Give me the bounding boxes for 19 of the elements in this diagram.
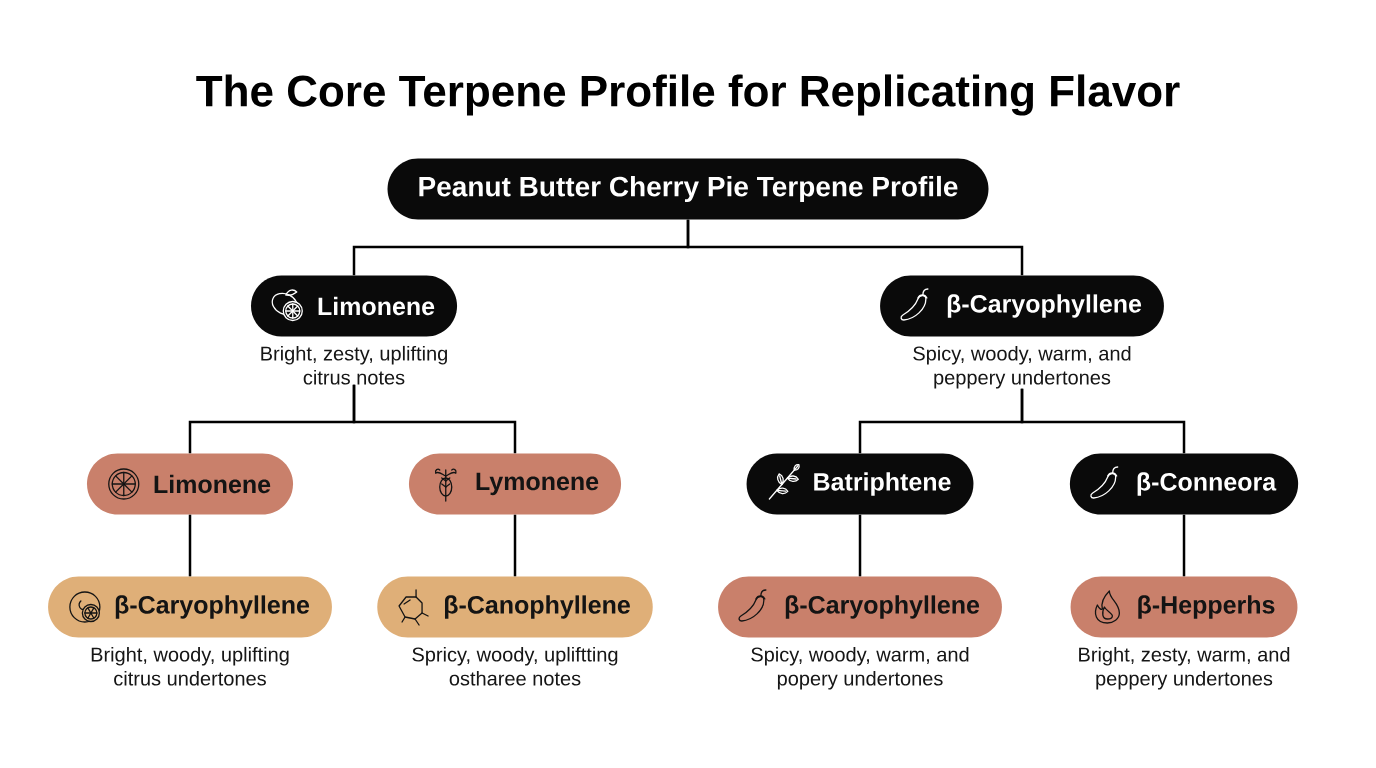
pill-box: β-Caryophyllene: [48, 576, 332, 638]
connector-line: [858, 514, 862, 577]
title: The Core Terpene Profile for Replicating Flavor: [196, 74, 1180, 116]
connector-line: [513, 514, 517, 577]
description-text: Bright, woody, uplifting citrus undertones: [91, 646, 289, 686]
description-text: Bright, zesty, warm, and peppery undertones: [1079, 646, 1290, 690]
description-text: Bright, zesty, uplifting citrus notes: [261, 345, 447, 385]
connector-line: [1182, 514, 1186, 577]
description-text: Spricy, woody, upliftting ostharee notes: [412, 646, 618, 686]
connector-line: [188, 514, 192, 577]
connector-line: [686, 219, 1024, 276]
connector-line: [352, 384, 517, 454]
description-text: Spicy, woody, warm, and peppery undertones: [913, 345, 1131, 389]
pill-box: β-Canophyllene: [377, 576, 653, 638]
pill-box: β-Caryophyllene: [718, 576, 1002, 638]
description-text: Spicy, woody, warm, and popery undertones: [751, 646, 969, 690]
pill-box: Peanut Butter Cherry Pie Terpene Profile: [387, 158, 989, 220]
connector-line: [1020, 388, 1186, 454]
pill-box: β-Caryophyllene: [880, 275, 1164, 337]
